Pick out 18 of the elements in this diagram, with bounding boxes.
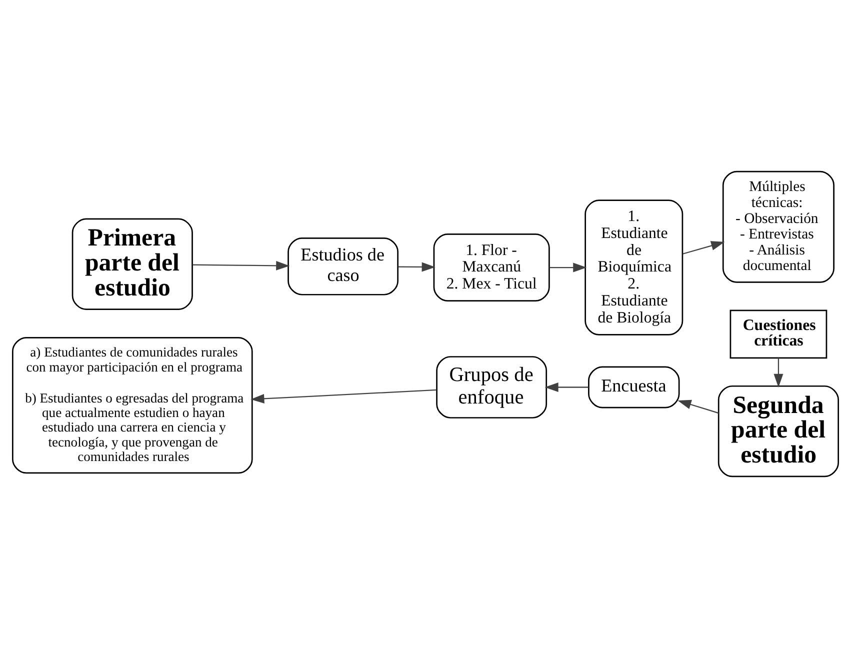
node-box: 1. Flor - Maxcanú 2. Mex - Ticul <box>433 233 550 302</box>
arrow <box>549 262 587 272</box>
arrow <box>774 357 784 387</box>
arrow <box>682 240 725 254</box>
node-box: 1. Estudiante de Bioquímica 2. Estudiante de Biología <box>584 199 684 335</box>
arrow <box>544 382 588 392</box>
arrow <box>398 262 436 272</box>
arrow <box>250 388 436 403</box>
arrow <box>678 399 719 414</box>
node-box: Múltiples técnicas: - Observación - Entrevistas - Análisis documental <box>722 170 834 282</box>
node-box: Primera parte del estudio <box>72 218 193 310</box>
node-box: Estudios de caso <box>288 236 398 295</box>
node-box: a) Estudiantes de comunidades rurales con mayor participación en el programa b) Estudiantes o egresadas del programa que actualmente estudien o hayan estudiado una carrera en ciencia y tecnología, y que provengan de comunidades rurales <box>12 336 253 474</box>
node-box: Segunda parte del estudio <box>718 384 839 477</box>
arrow <box>192 260 290 270</box>
node-box: Cuestiones críticas <box>730 309 828 358</box>
node-box: Encuesta <box>588 366 680 408</box>
node-box: Grupos de enfoque <box>436 356 548 418</box>
